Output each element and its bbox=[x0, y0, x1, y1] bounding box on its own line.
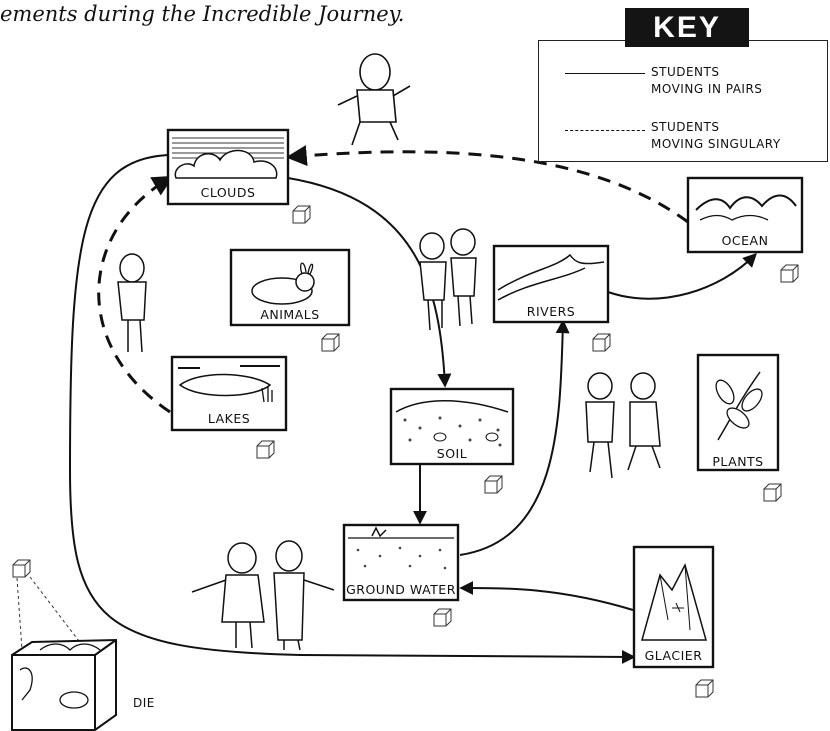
station-rivers bbox=[492, 244, 610, 324]
person-figures-pair-rivers bbox=[419, 228, 477, 331]
station-label-clouds: CLOUDS bbox=[200, 185, 256, 200]
die-icon bbox=[433, 608, 452, 627]
legend-dashed-line bbox=[565, 130, 645, 131]
person-figure-top bbox=[337, 53, 411, 146]
path-clouds-to-glacier bbox=[68, 154, 636, 664]
legend-solid-line bbox=[565, 73, 645, 74]
path-groundwater-to-rivers bbox=[459, 319, 570, 556]
station-glacier bbox=[632, 545, 715, 669]
station-label-ground-water: GROUND WATER bbox=[346, 582, 456, 597]
legend-dashed-label: STUDENTS MOVING SINGULARY bbox=[651, 119, 781, 153]
station-label-animals: ANIMALS bbox=[260, 307, 320, 322]
station-label-glacier: GLACIER bbox=[644, 648, 703, 663]
path-lakes-to-clouds bbox=[97, 175, 174, 414]
station-label-rivers: RIVERS bbox=[526, 304, 576, 319]
station-animals bbox=[229, 248, 351, 327]
die-icon bbox=[256, 440, 275, 459]
station-plants bbox=[696, 353, 780, 472]
path-glacier-to-groundwater bbox=[459, 581, 634, 611]
path-ocean-to-clouds bbox=[285, 145, 689, 224]
station-label-plants: PLANTS bbox=[712, 454, 764, 469]
die-icon bbox=[780, 264, 799, 283]
station-soil bbox=[389, 387, 515, 466]
key-title: KEY bbox=[625, 8, 749, 47]
person-figure-left bbox=[117, 253, 147, 353]
station-ground-water bbox=[342, 523, 460, 602]
die-icon bbox=[12, 559, 31, 578]
person-figures-pair-bottom bbox=[191, 540, 335, 651]
legend-solid-label-line1: STUDENTS bbox=[651, 65, 720, 79]
legend-solid-label-line2: MOVING IN PAIRS bbox=[651, 82, 763, 96]
die-icon bbox=[484, 475, 503, 494]
legend-dashed-label-line1: STUDENTS bbox=[651, 120, 720, 134]
die-label: DIE bbox=[133, 696, 155, 710]
station-clouds bbox=[166, 128, 290, 206]
station-label-lakes: LAKES bbox=[207, 411, 251, 426]
die-icon bbox=[321, 333, 340, 352]
legend-solid-label: STUDENTS MOVING IN PAIRS bbox=[651, 64, 762, 98]
station-ocean bbox=[686, 176, 804, 254]
die-icon bbox=[695, 679, 714, 698]
die-icon bbox=[292, 205, 311, 224]
path-rivers-to-ocean bbox=[607, 253, 757, 300]
person-figures-pair-plants bbox=[585, 372, 661, 479]
large-die-icon bbox=[11, 576, 117, 731]
legend-dashed-label-line2: MOVING SINGULARY bbox=[651, 137, 781, 151]
diagram-caption: ements during the Incredible Journey. bbox=[0, 2, 405, 26]
key-legend-box bbox=[538, 40, 828, 162]
station-lakes bbox=[170, 355, 288, 432]
die-icon bbox=[592, 333, 611, 352]
station-label-soil: SOIL bbox=[436, 446, 468, 461]
path-clouds-to-soil bbox=[287, 177, 452, 388]
die-icon bbox=[763, 483, 782, 502]
station-label-ocean: OCEAN bbox=[721, 233, 769, 248]
